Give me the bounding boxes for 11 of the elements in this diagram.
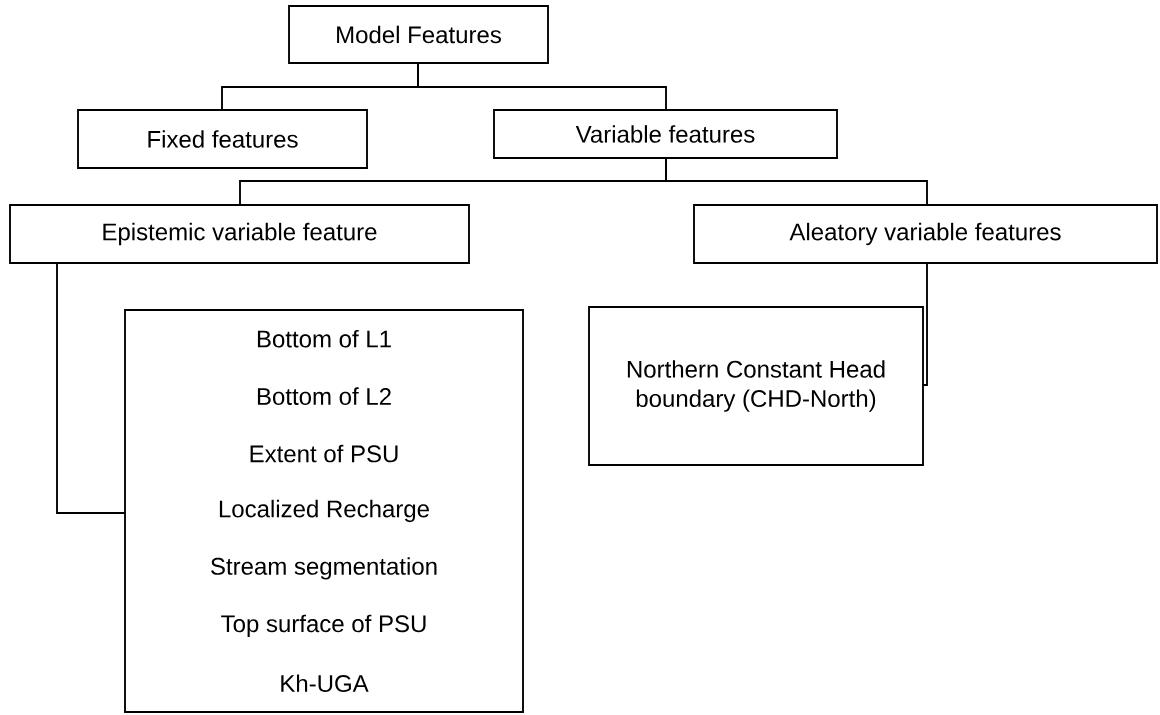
category-box: Epistemic variable feature [9,204,470,264]
category-box: Variable features [493,109,838,159]
connector-line [56,262,126,514]
category-box: Model Features [288,5,549,64]
connector-line [417,62,667,111]
category-box: Northern Constant Head boundary (CHD-North) [588,306,924,466]
category-box: Aleatory variable features [693,204,1158,264]
connector-line [665,157,928,206]
category-box: Fixed features [77,109,368,169]
connector-line [922,262,928,386]
list-box: Bottom of L1 Bottom of L2 Extent of PSU Localized Recharge Stream segmentation Top surface of PSU Kh-UGA [124,309,524,713]
